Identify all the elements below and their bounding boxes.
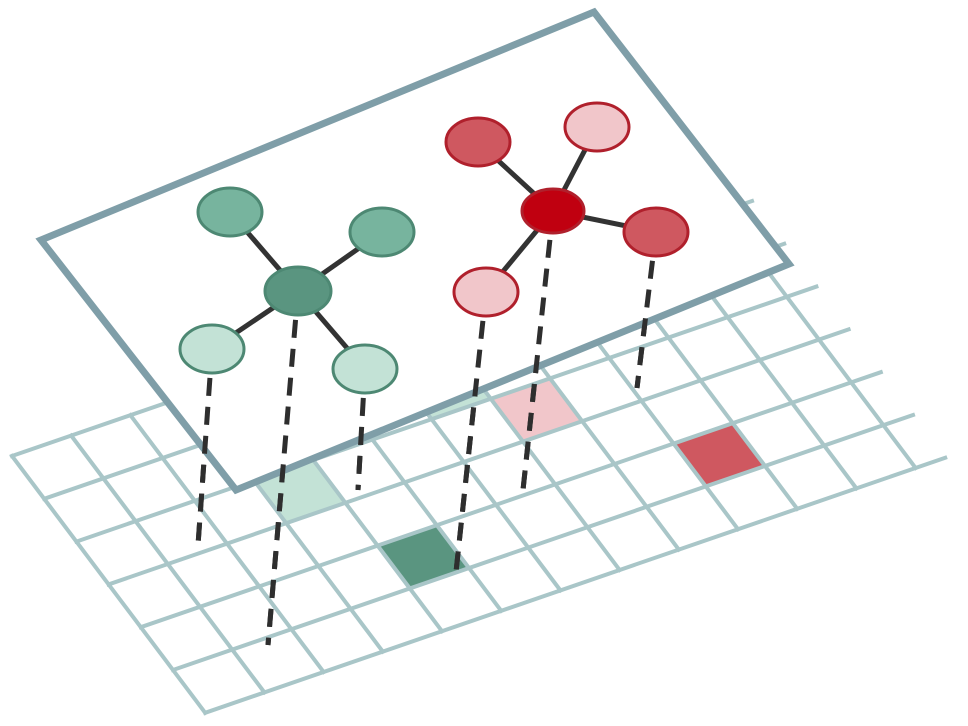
grid-row-line [202, 455, 948, 716]
red-hub-node [520, 187, 586, 235]
grid-column-line [68, 432, 268, 696]
red-leaf-node [444, 116, 512, 168]
projection-dash-line [355, 368, 368, 491]
projection-dash-line [520, 210, 556, 491]
red-leaf-node [452, 266, 520, 318]
cell-red-mid [673, 423, 765, 487]
cell-red-light [490, 378, 583, 442]
cell-green-dark [377, 525, 469, 589]
projection-dash-line [195, 348, 215, 546]
grid-plane [9, 198, 948, 716]
grid-row-line [106, 326, 852, 587]
green-leaf-node [196, 186, 264, 238]
green-hub-node [263, 265, 333, 317]
grid-row-line [170, 412, 916, 673]
green-leaf-node [178, 323, 246, 375]
grid-column-line [9, 453, 209, 716]
red-leaf-node [622, 206, 690, 258]
green-leaf-node [331, 343, 399, 395]
projection-dash-line [265, 290, 301, 646]
projection-dash-line [634, 231, 659, 389]
projection-dash-line [453, 291, 489, 573]
red-leaf-node [563, 101, 631, 153]
green-leaf-node [348, 206, 416, 258]
grid-lines [9, 198, 948, 716]
projection-lines-above [195, 210, 659, 646]
grid-row-line [138, 369, 884, 630]
grid-column-line [127, 412, 327, 675]
network-nodes [178, 101, 690, 395]
